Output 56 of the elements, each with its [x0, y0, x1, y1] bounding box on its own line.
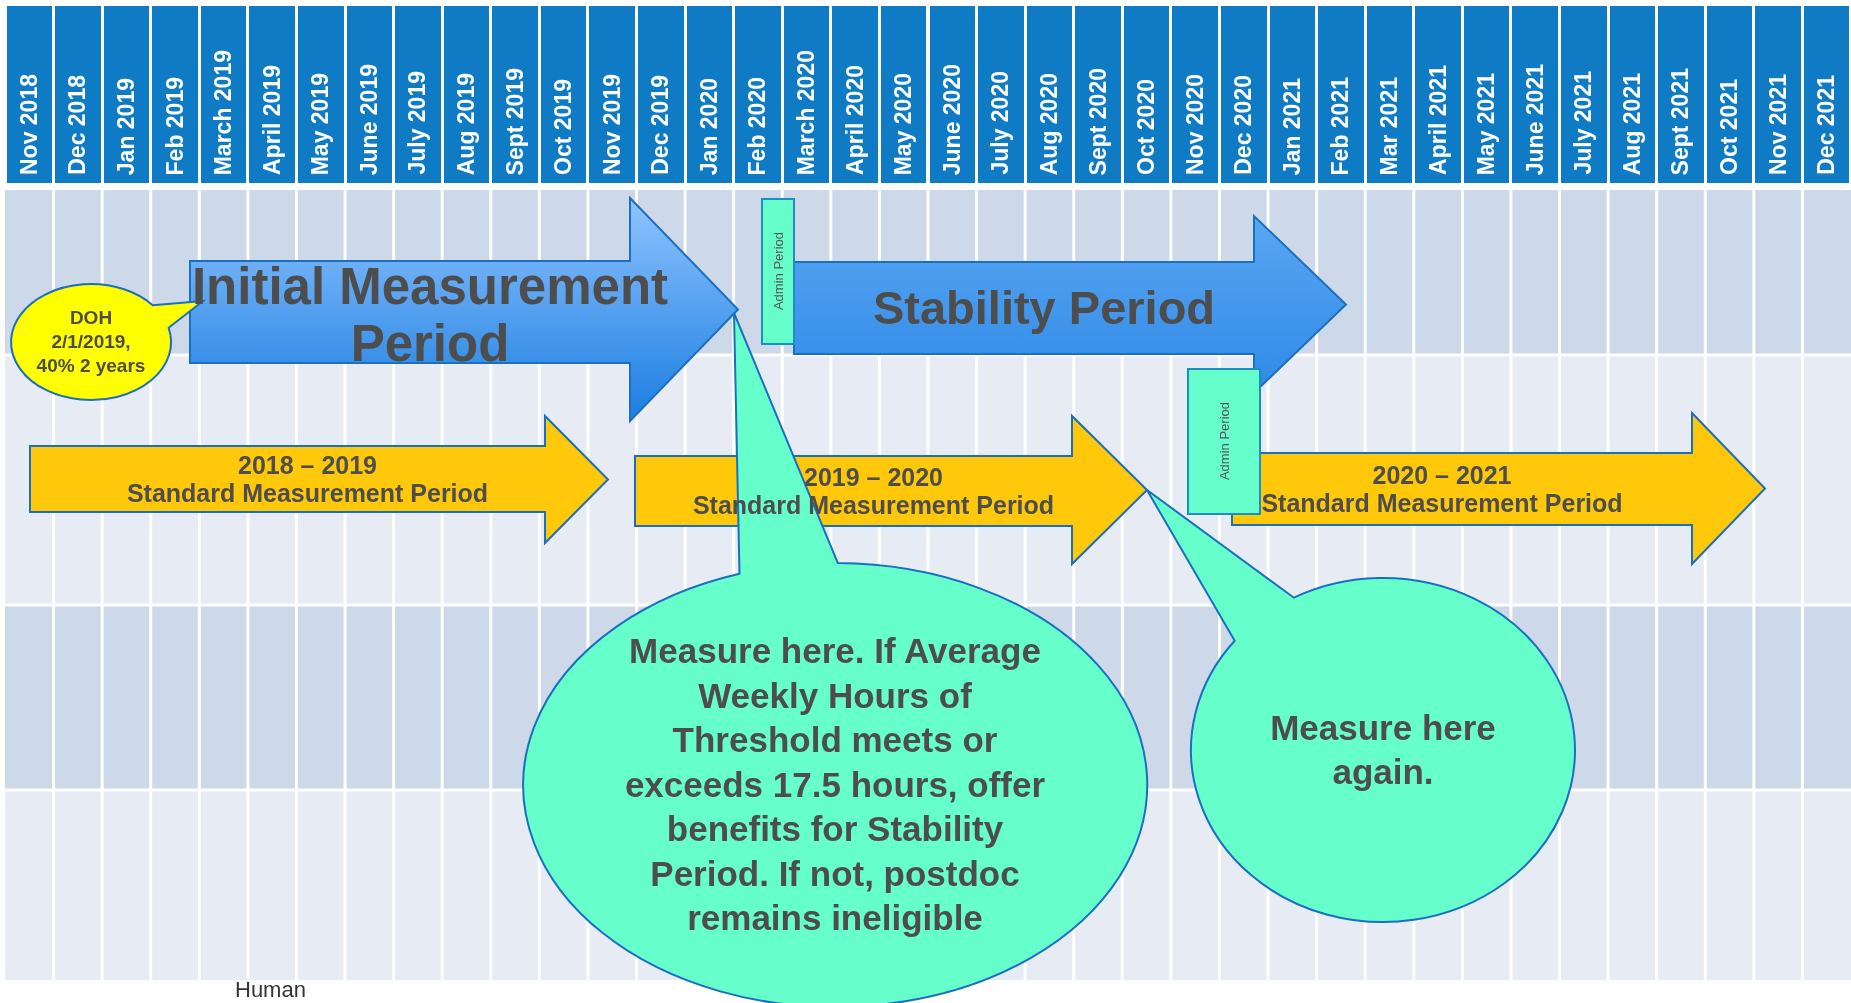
month-header: Aug 2020 [1026, 6, 1073, 183]
month-header: Oct 2021 [1706, 6, 1753, 183]
period-label: Admin Period [770, 232, 786, 311]
month-header: April 2021 [1415, 6, 1461, 183]
arrow-shape [1232, 413, 1765, 564]
month-header: Aug 2021 [1609, 6, 1656, 183]
arrow-shape [30, 416, 608, 543]
month-header: Jan 2020 [686, 6, 733, 183]
month-header: Dec 2019 [638, 6, 684, 183]
month-header: Aug 2019 [443, 6, 490, 183]
month-header: June 2021 [1512, 6, 1558, 183]
month-header: March 2019 [200, 6, 247, 183]
month-header: April 2020 [832, 6, 878, 183]
month-header: Jan 2019 [103, 6, 150, 183]
month-header: Dec 2021 [1803, 6, 1850, 183]
month-header: June 2019 [346, 6, 393, 183]
month-header: May 2020 [880, 6, 927, 183]
month-header: Dec 2020 [1220, 6, 1267, 183]
month-header: March 2020 [783, 6, 830, 183]
month-header: May 2019 [297, 6, 344, 183]
month-header: May 2021 [1463, 6, 1510, 183]
month-header: Mar 2021 [1366, 6, 1413, 183]
month-header: Feb 2020 [735, 6, 781, 183]
month-header: Nov 2021 [1755, 6, 1801, 183]
period-box [1187, 368, 1261, 515]
arrow-shape [190, 198, 738, 421]
month-header: Nov 2020 [1172, 6, 1218, 183]
month-header: Sept 2020 [1075, 6, 1121, 183]
month-header: June 2020 [929, 6, 976, 183]
month-header: Sept 2019 [492, 6, 538, 183]
period-box [761, 198, 795, 345]
month-header: Oct 2020 [1123, 6, 1170, 183]
month-header: Feb 2021 [1318, 6, 1364, 183]
period-years: 2019 – 2020 [804, 463, 943, 491]
node-text: Measure here. If Average Weekly Hours of Threshold meets or exceeds 17.5 hours, offer benefits for Stability Period. If not, postdoc remains ineligible [623, 630, 1047, 940]
period-years: 2020 – 2021 [1372, 461, 1512, 489]
month-header: Dec 2018 [55, 6, 101, 183]
month-header: July 2020 [978, 6, 1024, 183]
node-text: Measure here again. [1269, 706, 1497, 793]
period-label: Admin Period [1216, 402, 1232, 481]
footer-text: Human [235, 977, 306, 1003]
month-header: July 2019 [395, 6, 441, 183]
month-header: Nov 2019 [589, 6, 635, 183]
month-header: July 2021 [1561, 6, 1607, 183]
month-header: Nov 2018 [6, 6, 53, 183]
period-label: Standard Measurement Period [126, 479, 489, 507]
month-header: April 2019 [249, 6, 295, 183]
node-text: Initial Measurement Period [190, 256, 670, 374]
node-text: DOH 2/1/2019, 40% 2 years [35, 305, 147, 379]
month-header: Sept 2021 [1658, 6, 1704, 183]
month-header: Jan 2021 [1269, 6, 1316, 183]
month-header: Feb 2019 [152, 6, 198, 183]
node-text: Stability Period [871, 279, 1217, 336]
period-label: Standard Measurement Period [1261, 489, 1623, 517]
month-header: Oct 2019 [540, 6, 587, 183]
period-years: 2018 – 2019 [238, 451, 377, 479]
